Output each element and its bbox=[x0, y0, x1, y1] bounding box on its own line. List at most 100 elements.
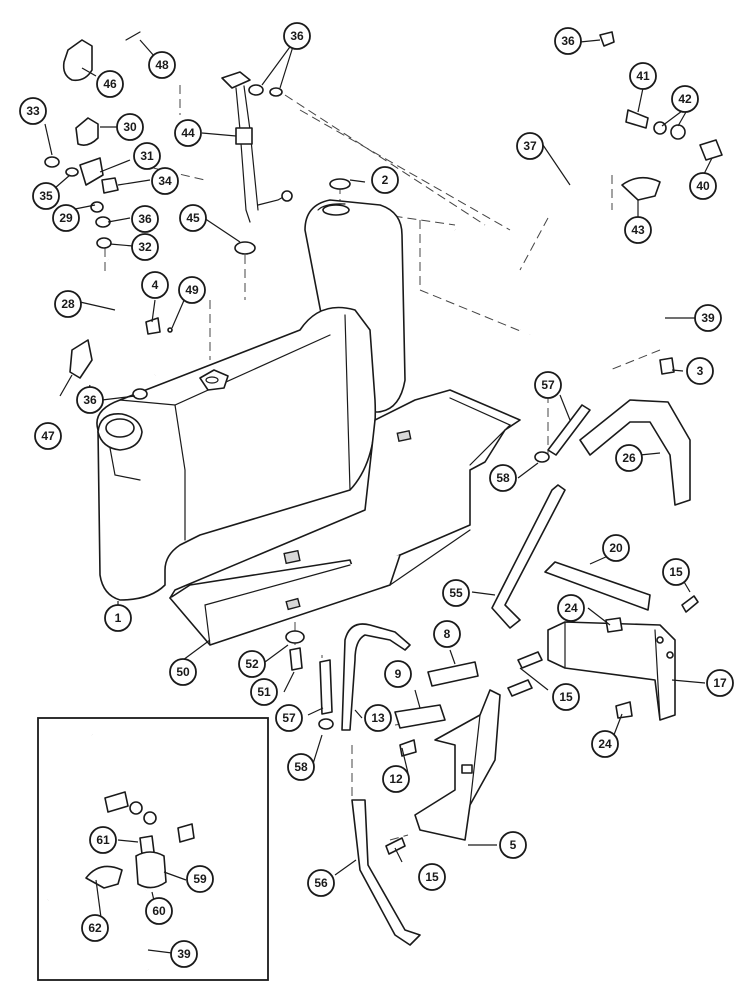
callout-34: 34 bbox=[151, 167, 179, 195]
callout-51: 51 bbox=[250, 678, 278, 706]
callout-13: 13 bbox=[364, 704, 392, 732]
callout-44: 44 bbox=[174, 119, 202, 147]
callout-3-label: 3 bbox=[697, 364, 704, 378]
callout-49: 49 bbox=[178, 276, 206, 304]
callout-58-lower: 58 bbox=[287, 753, 315, 781]
callout-15-lower-label: 15 bbox=[425, 870, 439, 884]
callout-41-label: 41 bbox=[636, 69, 650, 83]
callout-57-lower-label: 57 bbox=[282, 711, 296, 725]
callout-33-label: 33 bbox=[26, 104, 40, 118]
callout-52: 52 bbox=[238, 650, 266, 678]
callout-35-label: 35 bbox=[39, 189, 53, 203]
callout-58-upper-label: 58 bbox=[496, 471, 510, 485]
callout-15-middle-label: 15 bbox=[559, 690, 573, 704]
callout-2: 2 bbox=[371, 166, 399, 194]
callout-36-sender: 36 bbox=[283, 22, 311, 50]
callout-15-upper: 15 bbox=[662, 558, 690, 586]
fuel-sender-unit bbox=[221, 71, 293, 223]
callout-62-label: 62 bbox=[88, 921, 102, 935]
callout-37: 37 bbox=[516, 132, 544, 160]
callout-49-label: 49 bbox=[185, 283, 199, 297]
step-tray bbox=[169, 389, 521, 646]
callout-31: 31 bbox=[133, 142, 161, 170]
callout-33: 33 bbox=[19, 97, 47, 125]
callout-58-lower-label: 58 bbox=[294, 760, 308, 774]
callout-57-upper-label: 57 bbox=[541, 378, 555, 392]
callout-12-label: 12 bbox=[389, 772, 403, 786]
callout-13-label: 13 bbox=[371, 711, 385, 725]
callout-60-label: 60 bbox=[152, 904, 166, 918]
callout-48: 48 bbox=[148, 51, 176, 79]
callout-5: 5 bbox=[499, 831, 527, 859]
callout-4: 4 bbox=[141, 271, 169, 299]
callout-26-label: 26 bbox=[622, 451, 636, 465]
callout-15-middle: 15 bbox=[552, 683, 580, 711]
callout-36-filler: 36 bbox=[131, 205, 159, 233]
filler-hardware bbox=[44, 31, 351, 400]
callout-2-label: 2 bbox=[382, 173, 389, 187]
fuel-hoses bbox=[105, 44, 673, 376]
callout-41: 41 bbox=[629, 62, 657, 90]
callout-24-upper: 24 bbox=[557, 594, 585, 622]
callout-52-label: 52 bbox=[245, 657, 259, 671]
leader-lines bbox=[44, 39, 713, 954]
callout-62: 62 bbox=[81, 914, 109, 942]
callout-labels: 1 2 3 4 5 8 9 12 13 15 15 15 17 20 24 24… bbox=[19, 22, 734, 968]
callout-56: 56 bbox=[307, 869, 335, 897]
callout-29: 29 bbox=[52, 204, 80, 232]
callout-5-label: 5 bbox=[510, 838, 517, 852]
callout-59-label: 59 bbox=[193, 872, 207, 886]
callout-12: 12 bbox=[382, 765, 410, 793]
callout-37-label: 37 bbox=[523, 139, 537, 153]
callout-26: 26 bbox=[615, 444, 643, 472]
callout-36-sender-label: 36 bbox=[290, 29, 304, 43]
callout-34-label: 34 bbox=[158, 174, 172, 188]
callout-56-label: 56 bbox=[314, 876, 328, 890]
callout-50-label: 50 bbox=[176, 665, 190, 679]
callout-24-lower-label: 24 bbox=[598, 737, 612, 751]
callout-45: 45 bbox=[179, 204, 207, 232]
callout-39-inset-label: 39 bbox=[177, 947, 191, 961]
callout-8: 8 bbox=[433, 620, 461, 648]
callout-46: 46 bbox=[96, 70, 124, 98]
callout-55-label: 55 bbox=[449, 586, 463, 600]
callout-9: 9 bbox=[384, 660, 412, 688]
callout-30: 30 bbox=[116, 113, 144, 141]
callout-1: 1 bbox=[104, 604, 132, 632]
callout-45-label: 45 bbox=[186, 211, 200, 225]
callout-39-inset: 39 bbox=[170, 940, 198, 968]
inset-detail bbox=[37, 717, 269, 981]
callout-20-label: 20 bbox=[609, 541, 623, 555]
callout-39-label: 39 bbox=[701, 311, 715, 325]
callout-50: 50 bbox=[169, 658, 197, 686]
callout-35: 35 bbox=[32, 182, 60, 210]
callout-44-label: 44 bbox=[181, 126, 195, 140]
callout-28: 28 bbox=[54, 290, 82, 318]
callout-55: 55 bbox=[442, 579, 470, 607]
callout-17: 17 bbox=[706, 669, 734, 697]
callout-42: 42 bbox=[671, 85, 699, 113]
callout-36-hose: 36 bbox=[554, 27, 582, 55]
callout-1-label: 1 bbox=[115, 611, 122, 625]
callout-17-label: 17 bbox=[713, 676, 727, 690]
callout-46-label: 46 bbox=[103, 77, 117, 91]
callout-51-label: 51 bbox=[257, 685, 271, 699]
callout-24-lower: 24 bbox=[591, 730, 619, 758]
callout-28-label: 28 bbox=[61, 297, 75, 311]
callout-39: 39 bbox=[694, 304, 722, 332]
callout-60: 60 bbox=[145, 897, 173, 925]
callout-61: 61 bbox=[89, 826, 117, 854]
callout-36-hose-label: 36 bbox=[561, 34, 575, 48]
callout-57-lower: 57 bbox=[275, 704, 303, 732]
callout-40: 40 bbox=[689, 172, 717, 200]
callout-43-label: 43 bbox=[631, 223, 645, 237]
callout-40-label: 40 bbox=[696, 179, 710, 193]
callout-36-tank-label: 36 bbox=[83, 393, 97, 407]
callout-58-upper: 58 bbox=[489, 464, 517, 492]
callout-36-tank: 36 bbox=[76, 386, 104, 414]
callout-3: 3 bbox=[686, 357, 714, 385]
callout-59: 59 bbox=[186, 865, 214, 893]
callout-47: 47 bbox=[34, 422, 62, 450]
callout-36-filler-label: 36 bbox=[138, 212, 152, 226]
